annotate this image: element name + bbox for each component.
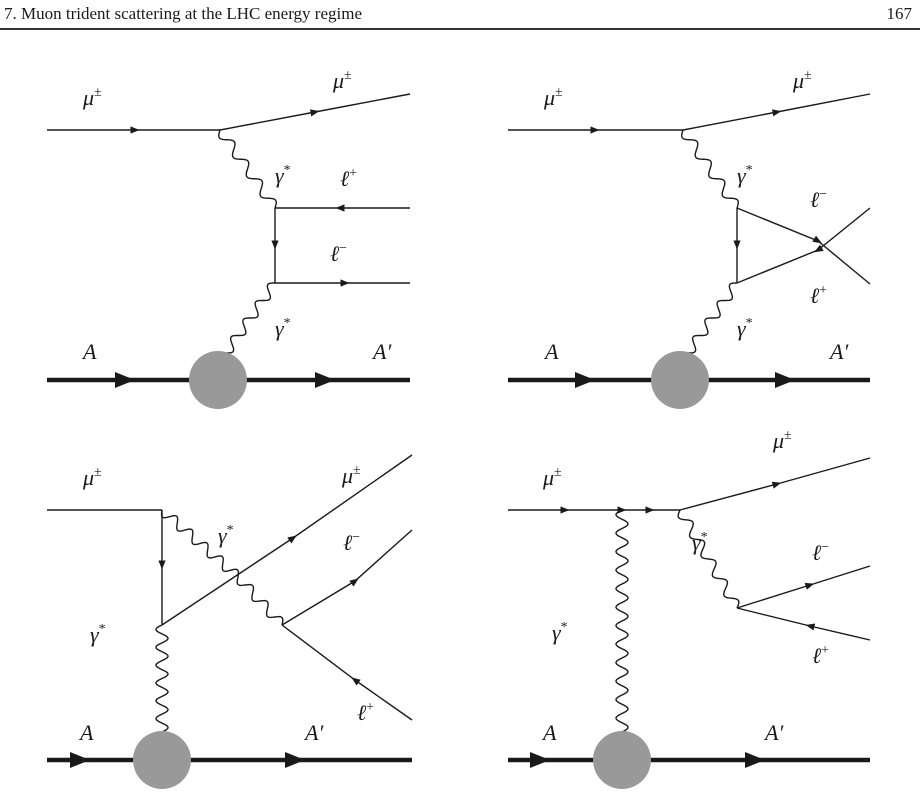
lplus-label: ℓ+ (812, 643, 829, 668)
chapter-title: 7. Muon trident scattering at the LHC en… (4, 4, 363, 23)
photon-lower-line (687, 282, 738, 354)
nucleus-in-label: A (78, 720, 94, 745)
lminus-label: ℓ− (343, 530, 360, 555)
lplus-line (736, 607, 871, 641)
page-header: 7. Muon trident scattering at the LHC en… (0, 0, 920, 30)
nucleus-out-label: A′ (828, 339, 849, 364)
nucleus-in-label: A (541, 720, 557, 745)
lminus-line (736, 565, 871, 609)
photon-right-line (677, 509, 740, 609)
muon-in-label: μ± (82, 85, 102, 110)
lplus-label: ℓ+ (340, 166, 357, 191)
lplus-label: ℓ+ (810, 283, 827, 308)
nucleus-blob (651, 351, 709, 409)
lminus-label: ℓ− (330, 241, 347, 266)
lminus-line (281, 529, 413, 626)
diagram-3: μ± μ± γ* ℓ− γ* ℓ+ A A′ (47, 454, 413, 789)
muon-in-label: μ± (543, 85, 563, 110)
lminus-line (736, 207, 871, 285)
muon-in-label: μ± (82, 465, 102, 490)
photon-upper-label: γ* (275, 163, 291, 188)
muon-out-label: μ± (792, 68, 812, 93)
nucleus-out-label: A′ (303, 720, 324, 745)
muon-in-label: μ± (542, 465, 562, 490)
photon-lower-line (155, 624, 169, 733)
photon-vertical-label: γ* (552, 620, 568, 645)
photon-lower-label: γ* (275, 316, 291, 341)
header-rule (0, 28, 920, 30)
lplus-line (281, 624, 413, 721)
photon-upper-label: γ* (218, 523, 234, 548)
photon-vertical-line (615, 509, 629, 733)
diagram-2: μ± μ± γ* ℓ− ℓ+ γ* A A′ (508, 68, 871, 409)
photon-mid-line (236, 576, 284, 626)
lminus-label: ℓ− (810, 187, 827, 212)
photon-upper-label: γ* (737, 163, 753, 188)
nucleus-out-label: A′ (371, 339, 392, 364)
lplus-label: ℓ+ (357, 700, 374, 725)
muon-out-line (161, 454, 413, 626)
photon-lower-label: γ* (737, 316, 753, 341)
photon-right-label: γ* (692, 530, 708, 555)
muon-out-label: μ± (772, 428, 792, 453)
photon-lower-label: γ* (90, 622, 106, 647)
page-number: 167 (886, 4, 913, 23)
muon-out-label: μ± (332, 68, 352, 93)
nucleus-blob (593, 731, 651, 789)
diagram-1: μ± μ± γ* ℓ+ ℓ− γ* A A′ (47, 68, 411, 409)
muon-out-label: μ± (341, 463, 361, 488)
photon-lower-line (225, 282, 276, 354)
nucleus-in-label: A (543, 339, 559, 364)
nucleus-in-label: A (81, 339, 97, 364)
nucleus-blob (189, 351, 247, 409)
diagram-4: μ± μ± γ* ℓ− γ* ℓ+ A A′ (508, 428, 871, 789)
muon-out-line (682, 93, 871, 131)
photon-upper-line (680, 129, 740, 209)
muon-out-line (679, 457, 871, 511)
muon-out-line (219, 93, 411, 131)
photon-upper-line (218, 129, 277, 209)
lminus-label: ℓ− (812, 540, 829, 565)
nucleus-out-label: A′ (763, 720, 784, 745)
nucleus-blob (133, 731, 191, 789)
lplus-line (736, 207, 871, 284)
photon-upper-line (160, 509, 240, 578)
